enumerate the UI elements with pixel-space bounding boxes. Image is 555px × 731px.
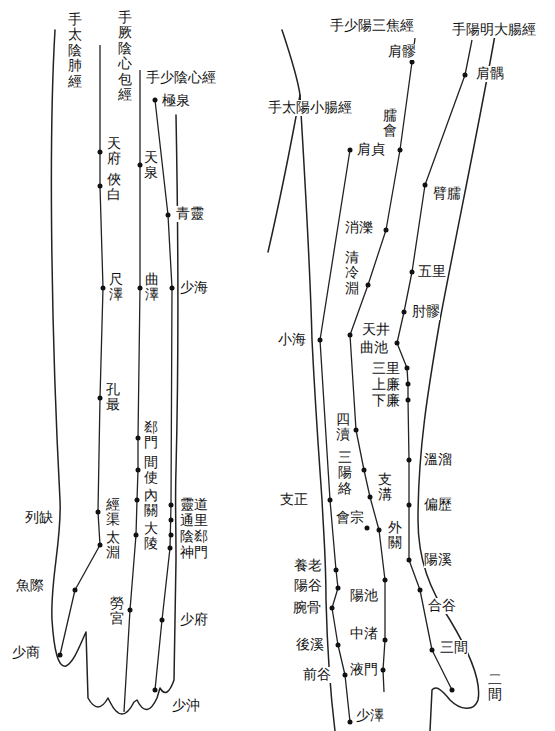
meridian-name: 手厥陰心包經: [118, 10, 132, 102]
acupoint-label: 陽溪: [424, 552, 452, 568]
acupoint-label: 曲澤: [145, 272, 159, 303]
acupoint-label: 通里: [180, 513, 208, 529]
acupoint-label: 太淵: [106, 530, 120, 561]
acupoint-label: 偏歷: [424, 497, 452, 513]
acupoint-label: 會宗: [336, 510, 364, 526]
meridian-name: 手少陽三焦經: [330, 18, 414, 34]
acupoint-label: 後溪: [296, 637, 324, 653]
acupoint-label: 三間: [440, 640, 468, 656]
acupoint-label: 青靈: [176, 206, 204, 222]
acupoint-label: 四瀆: [336, 412, 350, 443]
acupoint-label: 俠白: [107, 172, 121, 203]
acupoint-label: 肩髎: [388, 44, 416, 60]
meridian-name: 手太陰肺經: [68, 12, 82, 89]
acupoint-label: 天泉: [144, 150, 158, 181]
acupoint-label: 消濼: [345, 220, 373, 236]
acupoint-label: 臑會: [383, 108, 397, 139]
acupoint-label: 支正: [280, 492, 308, 508]
acupoint-label: 勞宮: [110, 596, 124, 627]
meridian-name: 手陽明大腸經: [452, 22, 536, 38]
acupoint-label: 肩髃: [476, 66, 504, 82]
acupoint-label: 天井: [362, 322, 390, 338]
acupoint-label: 內關: [144, 488, 158, 519]
acupoint-label: 上廉: [372, 377, 400, 393]
acupoint-label: 前谷: [303, 667, 331, 683]
acupoint-label: 肩貞: [357, 142, 385, 158]
acupoint-label: 養老: [294, 558, 322, 574]
acupoint-label: 魚際: [16, 578, 44, 594]
acupoint-label: 陽池: [350, 588, 378, 604]
acupoint-label: 五里: [418, 264, 446, 280]
acupoint-label: 少商: [12, 645, 40, 661]
acupoint-label: 少沖: [172, 698, 200, 714]
acupoint-label: 小海: [278, 332, 306, 348]
acupoint-label: 陽谷: [294, 578, 322, 594]
acupoint-label: 少澤: [356, 708, 384, 724]
acupoint-label: 尺澤: [109, 272, 123, 303]
acupoint-label: 三里: [372, 361, 400, 377]
acupoint-label: 少海: [180, 280, 208, 296]
acupoint-label: 二間: [488, 672, 502, 703]
acupoint-label: 三陽絡: [338, 450, 352, 496]
acupoint-label: 中渚: [350, 626, 378, 642]
acupoint-label: 大陵: [144, 521, 158, 552]
acupoint-label: 外關: [388, 520, 402, 551]
acupoint-label: 溫溜: [424, 452, 452, 468]
acupoint-label: 少府: [180, 612, 208, 628]
acupoint-label: 經渠: [106, 497, 120, 528]
acupoint-label: 列缺: [25, 510, 53, 526]
acupoint-label: 合谷: [428, 598, 456, 614]
acupoint-label: 下廉: [372, 393, 400, 409]
meridian-name: 手太陽小腸經: [268, 100, 352, 116]
acupoint-label: 極泉: [162, 93, 190, 109]
meridian-name: 手少陰心經: [146, 70, 216, 86]
acupoint-label: 清冷淵: [345, 250, 359, 296]
acupoint-label: 天府: [107, 136, 121, 167]
acupoint-label: 臂臑: [433, 186, 461, 202]
acupoint-label: 靈道: [180, 497, 208, 513]
acupoint-label: 腕骨: [293, 600, 321, 616]
acupoint-label: 神門: [180, 545, 208, 561]
acupoint-label: 曲池: [360, 340, 388, 356]
acupoint-label: 郄門: [144, 420, 158, 451]
acupoint-label: 支溝: [378, 472, 392, 503]
acupoint-label: 孔最: [106, 382, 120, 413]
acupoint-label: 肘髎: [412, 304, 440, 320]
acupoint-label: 陰郄: [180, 529, 208, 545]
acupoint-label: 液門: [350, 662, 378, 678]
acupoint-label: 間使: [144, 455, 158, 486]
